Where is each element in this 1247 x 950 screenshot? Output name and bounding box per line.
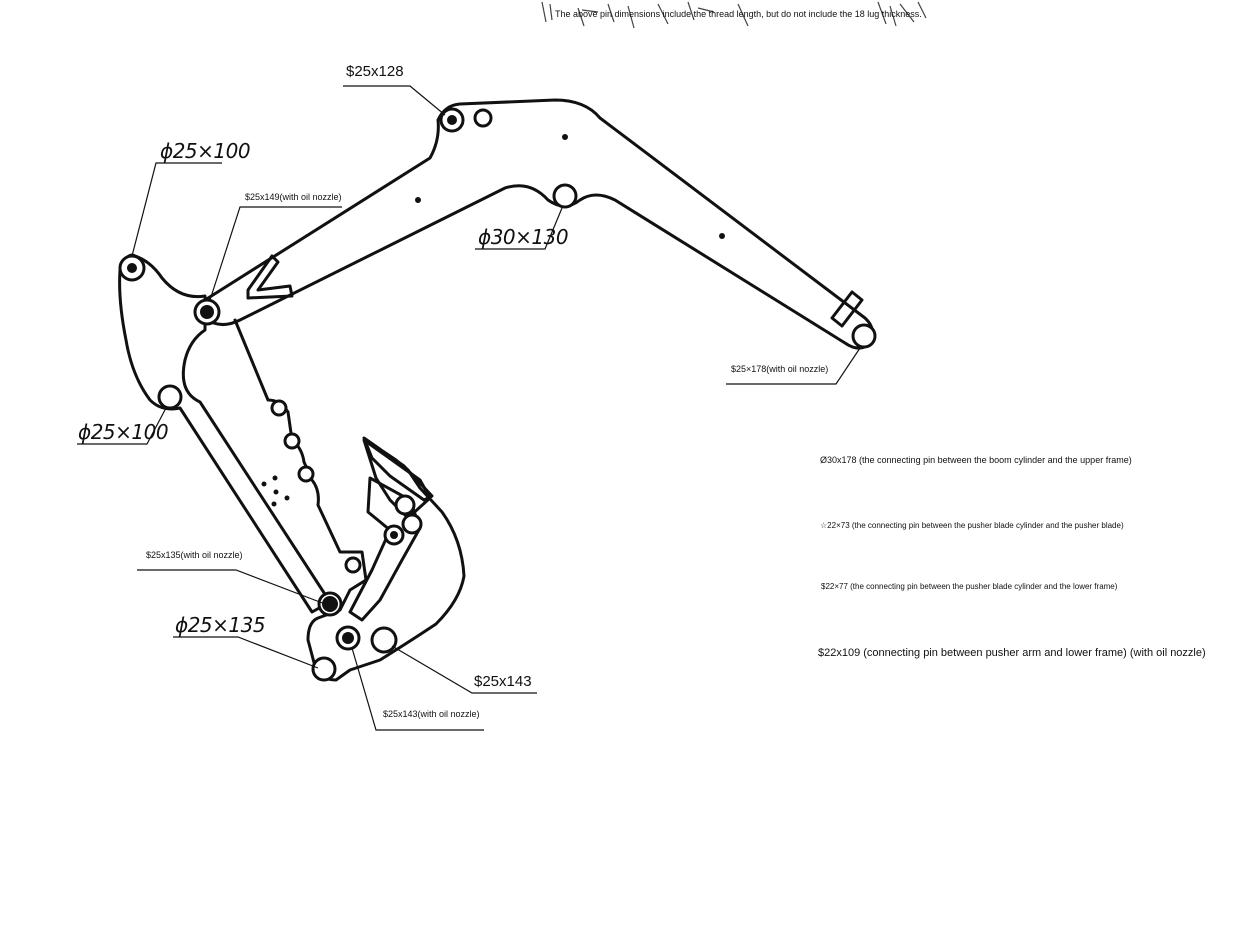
rivet-3	[719, 233, 725, 239]
rivet-2	[415, 197, 421, 203]
pin-boom-mid	[552, 183, 578, 209]
note-blade-frame-pin: $22×77 (the connecting pin between the p…	[821, 582, 1118, 591]
pin-arm-nozzle-core	[322, 596, 338, 612]
callout-pin-bottom-left: ϕ25×135	[175, 613, 265, 637]
leader-boom-nozzle	[209, 206, 342, 301]
pin-boom-top-2	[473, 108, 493, 128]
upper-frame	[118, 253, 332, 614]
rivet-5	[272, 475, 278, 481]
boom-outline	[203, 98, 874, 350]
pin-arm-c	[297, 465, 315, 483]
note-boom-cylinder-pin: Ø30x178 (the connecting pin between the …	[820, 455, 1132, 465]
pin-bottom-left	[311, 656, 337, 682]
header-smudge	[541, 1, 927, 29]
pin-link-core	[390, 531, 398, 539]
rivet-7	[284, 495, 290, 501]
pin-arm-a	[270, 399, 288, 417]
callout-pin-arm-nozzle: $25x135(with oil nozzle)	[146, 550, 243, 560]
pin-bottom-right	[370, 626, 398, 654]
leader-boom-end	[726, 347, 861, 385]
callout-pin-boom-mid: ϕ30×130	[478, 225, 568, 249]
pin-link-a	[394, 494, 416, 516]
boom-end-tab	[830, 290, 864, 328]
callout-pin-upper-left: ϕ25×100	[160, 139, 250, 163]
rivet-8	[271, 501, 277, 507]
callout-pin-bottom-nozzle: $25x143(with oil nozzle)	[383, 709, 480, 719]
pin-arm-d	[344, 556, 362, 574]
pin-frame-lower	[157, 384, 183, 410]
pin-boom-top-core	[447, 115, 457, 125]
leader-boom-mid	[475, 207, 563, 250]
note-blade-cylinder-pin: ☆22×73 (the connecting pin between the p…	[820, 521, 1124, 530]
callout-pin-top-boom: $25x128	[346, 63, 404, 80]
bucket-tooth	[362, 436, 434, 502]
leader-upper-left	[131, 162, 222, 257]
rivet-4	[261, 481, 267, 487]
leader-bottom-nozzle	[351, 647, 484, 731]
leader-bottom-left	[173, 636, 319, 669]
pin-bottom-mid-core	[342, 632, 354, 644]
pin-arm-b	[283, 432, 301, 450]
callout-pin-frame-lower: ϕ25×100	[78, 420, 168, 444]
pin-boom-end	[851, 323, 877, 349]
header-note: The above pin dimensions include the thr…	[555, 9, 922, 19]
leader-arm-nozzle	[137, 569, 326, 605]
callout-pin-bottom-right: $25x143	[474, 673, 532, 690]
leader-bottom-right	[391, 645, 537, 694]
pin-boom-base-core	[200, 305, 214, 319]
callout-pin-boom-end: $25×178(with oil nozzle)	[731, 364, 828, 374]
boom-notch	[246, 254, 294, 300]
pin-upper-left-core	[127, 263, 137, 273]
callout-pin-boom-nozzle: $25x149(with oil nozzle)	[245, 192, 342, 202]
rivet-6	[273, 489, 279, 495]
rivet-1	[562, 134, 568, 140]
note-pusher-arm-pin: $22x109 (connecting pin between pusher a…	[818, 647, 1206, 659]
leader-frame-lower	[77, 407, 167, 445]
pin-link-b	[401, 513, 423, 535]
leader-top-boom	[343, 85, 446, 116]
dipper-arm	[233, 318, 466, 682]
